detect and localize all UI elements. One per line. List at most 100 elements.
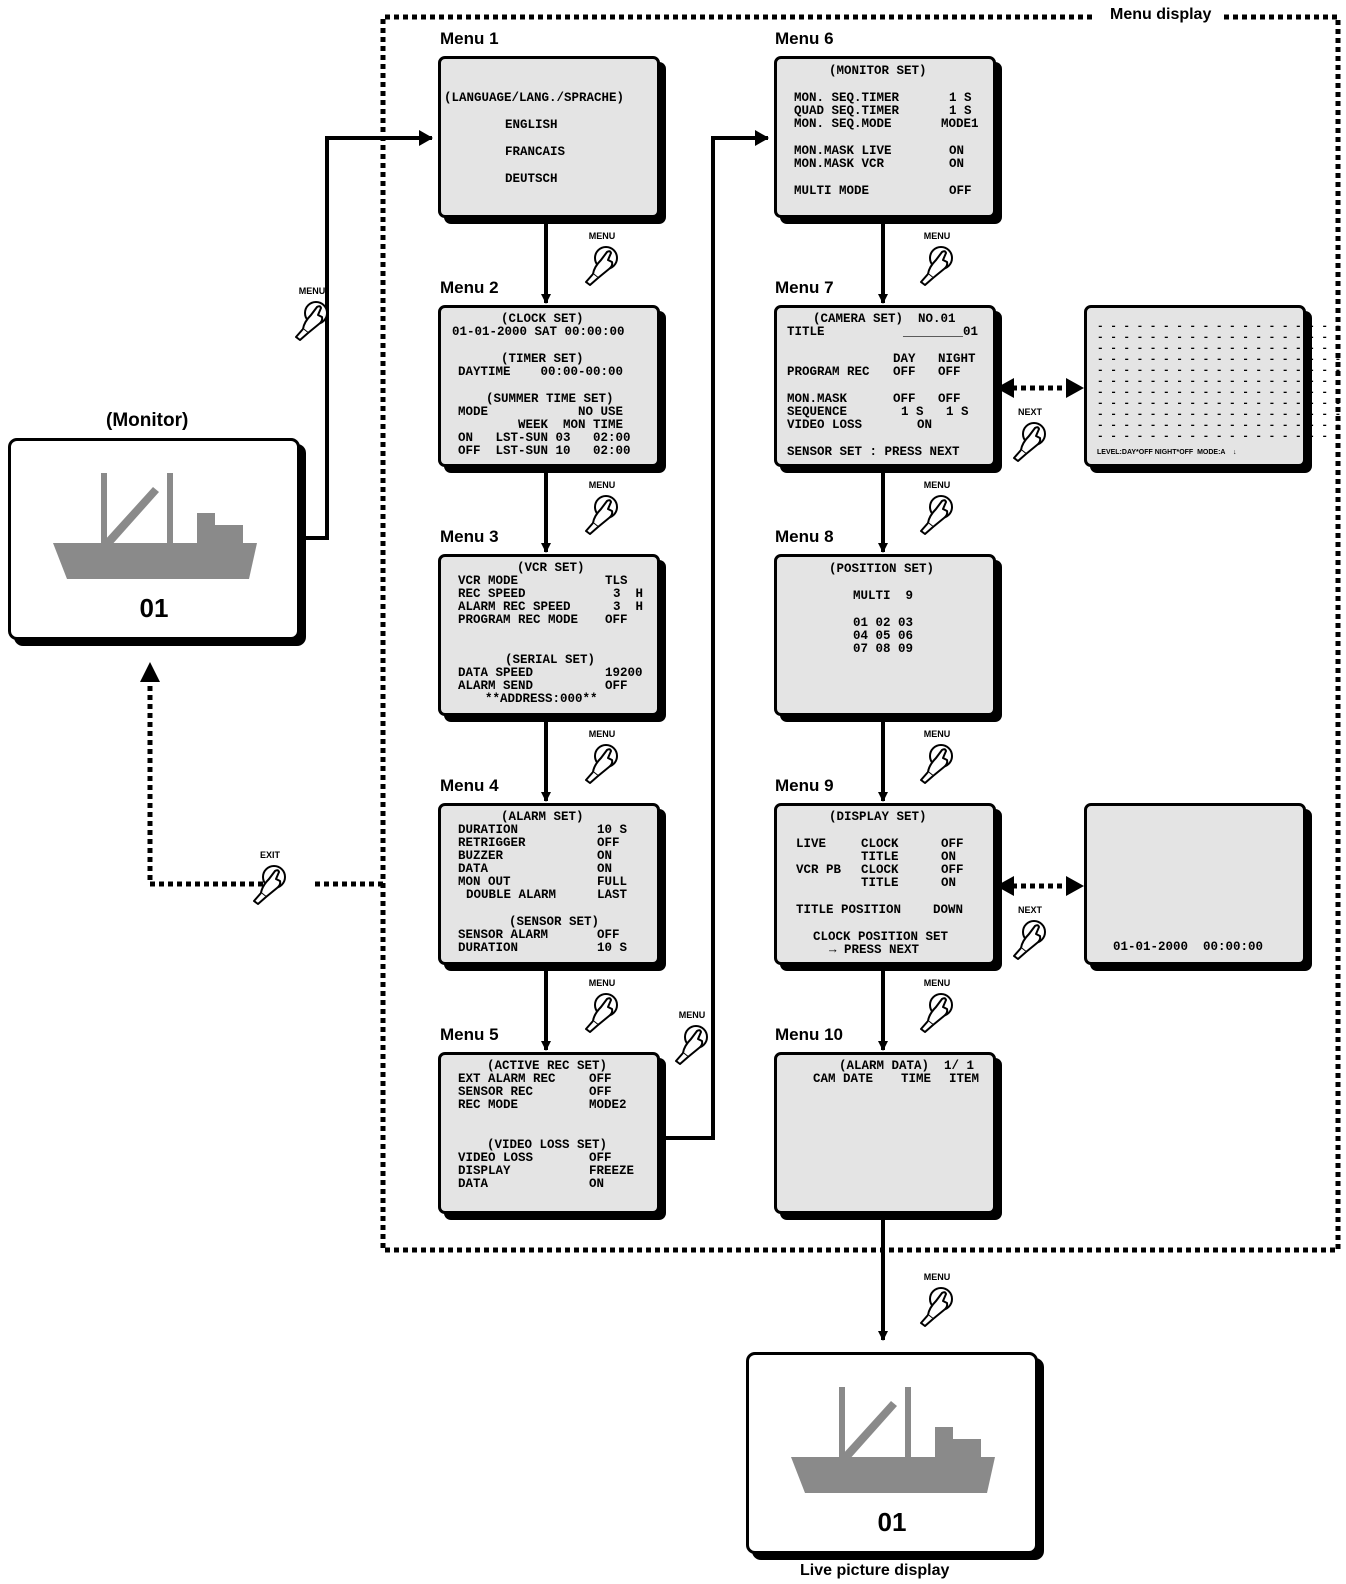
sensor-dash-rows: - - - - - - - - - - - - - - - - - - - - …: [1097, 322, 1346, 443]
menu9-screen: (DISPLAY SET) LIVE CLOCK OFF TITLE ON VC…: [774, 803, 996, 965]
menu2-title: Menu 2: [440, 278, 499, 298]
menu5-value: ON: [589, 1178, 604, 1192]
menu4-value: LAST: [597, 889, 627, 903]
menu6-line: (MONITOR SET): [829, 65, 927, 79]
sensor-set-screen: - - - - - - - - - - - - - - - - - - - - …: [1084, 305, 1306, 467]
menu-button-label: MENU: [576, 978, 628, 988]
exit-hand-icon: [250, 861, 290, 905]
menu3-line: (VCR SET): [517, 562, 585, 576]
clock-position-screen: 01-01-2000 00:00:00: [1084, 803, 1306, 965]
menu6-title: Menu 6: [775, 29, 834, 49]
menu3-line: PROGRAM REC MODE: [458, 614, 578, 628]
live-screen: 01: [746, 1352, 1038, 1554]
live-label: Live picture display: [800, 1562, 949, 1580]
menu10-line: ITEM: [949, 1073, 979, 1087]
menu6-line: MULTI MODE: [794, 185, 869, 199]
menu-hand-icon: [582, 491, 622, 535]
menu9-line: TITLE POSITION: [796, 904, 901, 918]
menu-hand-icon: [917, 1283, 957, 1327]
menu-button-label: MENU: [576, 231, 628, 241]
menu3-screen: (VCR SET) VCR MODE TLS REC SPEED 3 H ALA…: [438, 554, 660, 716]
menu5-line: REC MODE: [458, 1099, 518, 1113]
menu8-screen: (POSITION SET) MULTI 9 01 02 03 04 05 06…: [774, 554, 996, 716]
next-arrow-left-2: [996, 876, 1014, 896]
menu8-line: 07 08 09: [853, 643, 913, 657]
menu10-line: TIME: [901, 1073, 931, 1087]
exit-arrowhead: [140, 662, 160, 682]
menu3-title: Menu 3: [440, 527, 499, 547]
menu7-line: TITLE: [787, 326, 825, 340]
menu6-line: MON.MASK VCR: [794, 158, 884, 172]
next-arrow-right-2: [1066, 876, 1084, 896]
menu7-title: Menu 7: [775, 278, 834, 298]
menu-button-label: MENU: [911, 1272, 963, 1282]
exit-button-label: EXIT: [244, 850, 296, 860]
menu1-title: Menu 1: [440, 29, 499, 49]
menu10-line: CAM DATE: [813, 1073, 873, 1087]
menu-button-label: MENU: [666, 1010, 718, 1020]
clock-date-text: 01-01-2000 00:00:00: [1113, 940, 1263, 954]
menu7-screen: (CAMERA SET) NO.01 TITLE ________01 DAY …: [774, 305, 996, 467]
monitor-screen: 01: [8, 438, 300, 640]
menu8-line: (POSITION SET): [829, 563, 934, 577]
menu4-value: 10 S: [597, 942, 627, 956]
menu-hand-icon: [292, 297, 332, 341]
menu7-line: VIDEO LOSS: [787, 419, 862, 433]
menu10-screen: (ALARM DATA) 1/ 1 CAM DATE TIME ITEM: [774, 1052, 996, 1214]
menu6-value: MODE1: [941, 118, 979, 132]
menu-button-label: MENU: [286, 286, 338, 296]
menu9-value: ON: [941, 877, 956, 891]
sensor-footer: LEVEL:DAY*OFF NIGHT*OFF MODE:A ↓: [1097, 449, 1236, 456]
menu-hand-icon: [917, 491, 957, 535]
menu6-screen: (MONITOR SET) MON. SEQ.TIMER 1 S QUAD SE…: [774, 56, 996, 218]
menu1-line[interactable]: FRANCAIS: [505, 146, 565, 160]
menu2-line: 01-01-2000 SAT 00:00:00: [452, 326, 625, 340]
menu7-line: SENSOR SET : PRESS NEXT: [787, 446, 960, 460]
menu9-line: TITLE: [861, 877, 899, 891]
menu8-line: MULTI 9: [853, 590, 913, 604]
menu-button-label: MENU: [576, 480, 628, 490]
menu-button-label: MENU: [911, 978, 963, 988]
menu5-value: MODE2: [589, 1099, 627, 1113]
menu10-title: Menu 10: [775, 1025, 843, 1045]
menu1-line[interactable]: ENGLISH: [505, 119, 558, 133]
live-number: 01: [749, 1507, 1035, 1538]
menu6-value: ON: [949, 158, 964, 172]
menu9-line: → PRESS NEXT: [829, 944, 919, 958]
menu2-screen: (CLOCK SET) 01-01-2000 SAT 00:00:00 (TIM…: [438, 305, 660, 467]
menu-button-label: MENU: [911, 729, 963, 739]
menu-button-label: MENU: [911, 231, 963, 241]
ship-icon: [49, 469, 261, 589]
menu-hand-icon: [917, 242, 957, 286]
monitor-label: (Monitor): [106, 410, 188, 432]
menu7-value: OFF OFF: [893, 366, 961, 380]
menu1-screen: (LANGUAGE/LANG./SPRACHE) ENGLISH FRANCAI…: [438, 56, 660, 218]
next-arrow-right-1: [1066, 378, 1084, 398]
menu2-line: OFF LST-SUN 10 02:00: [458, 445, 631, 459]
menu3-value: OFF: [605, 614, 628, 628]
next-button-label: NEXT: [1004, 407, 1056, 417]
ship-icon: [787, 1383, 999, 1503]
menu2-line: DAYTIME 00:00-00:00: [458, 366, 623, 380]
arrow-menu5-menu6: [660, 138, 768, 1138]
menu1-line[interactable]: DEUTSCH: [505, 173, 558, 187]
menu1-line: (LANGUAGE/LANG./SPRACHE): [444, 92, 624, 106]
next-hand-icon: [1010, 418, 1050, 462]
next-button-label: NEXT: [1004, 905, 1056, 915]
menu5-line: DATA: [458, 1178, 488, 1192]
menu-button-label: MENU: [576, 729, 628, 739]
menu-button-label: MENU: [911, 480, 963, 490]
menu9-value: DOWN: [933, 904, 963, 918]
menu-hand-icon: [582, 242, 622, 286]
menu4-line: DOUBLE ALARM: [466, 889, 556, 903]
monitor-number: 01: [11, 593, 297, 624]
next-arrow-left-1: [996, 378, 1014, 398]
menu9-line: LIVE: [796, 838, 826, 852]
menu9-title: Menu 9: [775, 776, 834, 796]
menu7-line: PROGRAM REC: [787, 366, 870, 380]
menu6-line: MON. SEQ.MODE: [794, 118, 892, 132]
menu-hand-icon: [672, 1021, 712, 1065]
menu3-line: **ADDRESS:000**: [485, 693, 598, 707]
menu-hand-icon: [917, 989, 957, 1033]
